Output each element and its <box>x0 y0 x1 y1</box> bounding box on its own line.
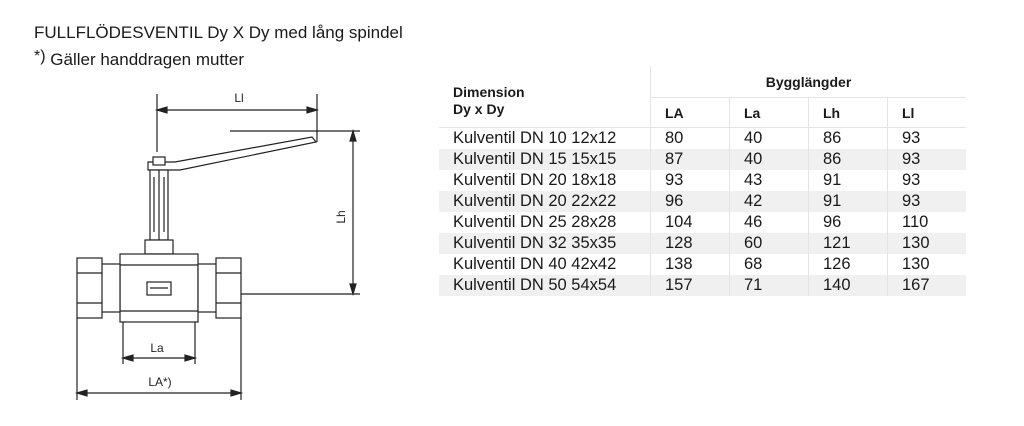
footnote: *) Gäller handdragen mutter <box>34 48 245 70</box>
table-cell: 86 <box>808 149 888 170</box>
table-cell: 128 <box>650 233 730 254</box>
table-cell: 40 <box>729 127 809 149</box>
table-cell: Kulventil DN 50 54x54 <box>439 275 651 296</box>
table-cell: 42 <box>729 191 809 212</box>
table-cell: 157 <box>650 275 730 296</box>
table-cell: 60 <box>729 233 809 254</box>
table-cell: 43 <box>729 170 809 191</box>
page-title: FULLFLÖDESVENTIL Dy X Dy med lång spinde… <box>34 23 403 42</box>
table-cell: 96 <box>650 191 730 212</box>
column-header: La <box>729 97 809 128</box>
table-row: Kulventil DN 25 28x28 104 46 96 110 <box>439 212 966 233</box>
table-row: Kulventil DN 15 15x15 87 40 86 93 <box>439 149 966 170</box>
table-cell: Kulventil DN 40 42x42 <box>453 255 617 273</box>
lh-arrow-top <box>349 128 357 142</box>
table-cell: 46 <box>729 212 809 233</box>
table-cell: 93 <box>887 191 966 212</box>
table-cell: 87 <box>650 149 730 170</box>
table-cell: 138 <box>650 254 730 275</box>
table-cell: 71 <box>729 275 809 296</box>
table-row: Kulventil DN 20 22x22 96 42 91 93 <box>439 191 966 212</box>
dimension-header-line2: Dy x Dy <box>453 100 505 117</box>
table-row: Kulventil DN 32 35x35 128 60 121 130 <box>439 233 966 254</box>
la-arrow-left <box>120 354 134 362</box>
table-body: Kulventil DN 10 12x12 80 40 86 93 Kulven… <box>439 127 966 296</box>
right-union <box>197 263 219 313</box>
lh-label: Lh <box>334 210 348 223</box>
table-cell: 68 <box>729 254 809 275</box>
column-header: Lh <box>808 97 888 128</box>
la-total-arrow-right <box>230 389 244 397</box>
ll-arrow-left <box>154 106 168 114</box>
left-nut <box>76 257 103 319</box>
table-cell: 86 <box>808 127 888 149</box>
right-nut <box>215 257 242 319</box>
table-cell: 80 <box>650 127 730 149</box>
table-cell: 121 <box>808 233 888 254</box>
table-row: Kulventil DN 20 18x18 93 43 91 93 <box>439 170 966 191</box>
table-cell: 91 <box>808 170 888 191</box>
la-arrow-right <box>184 354 198 362</box>
table-row: Kulventil DN 50 54x54 157 71 140 167 <box>439 275 966 296</box>
dimension-header-line1: Dimension <box>453 83 525 100</box>
table-row: Kulventil DN 10 12x12 80 40 86 93 <box>439 127 966 149</box>
ll-arrow-right <box>306 106 320 114</box>
table-cell: 93 <box>887 149 966 170</box>
table-cell: 96 <box>808 212 888 233</box>
footnote-text: Gäller handdragen mutter <box>45 50 245 69</box>
table-cell: Kulventil DN 15 15x15 <box>439 149 651 170</box>
handle-nut <box>152 156 166 166</box>
la-total-arrow-left <box>74 389 88 397</box>
table-cell: 130 <box>887 233 966 254</box>
table-cell: 110 <box>887 212 966 233</box>
table-row: Kulventil DN 40 42x42 138 68 126 130 <box>439 254 966 275</box>
table-cell: 93 <box>887 127 966 149</box>
la-total-label: LA*) <box>148 375 171 389</box>
table-cell: Kulventil DN 10 12x12 <box>453 129 617 147</box>
table-cell: 126 <box>808 254 888 275</box>
column-header: Ll <box>887 97 966 128</box>
table-cell: Kulventil DN 20 22x22 <box>439 191 651 212</box>
footnote-symbol: *) <box>34 48 46 65</box>
lh-arrow-bottom <box>349 283 357 297</box>
table-subheader-row: LA La Lh Ll <box>439 97 966 128</box>
group-header: Bygglängder <box>650 66 966 98</box>
table-cell: 130 <box>887 254 966 275</box>
column-header: LA <box>650 97 730 128</box>
la-label: La <box>150 341 164 355</box>
valve-technical-drawing: Ll Lh La LA*) <box>74 91 360 400</box>
table-cell: 93 <box>650 170 730 191</box>
table-cell: 93 <box>887 170 966 191</box>
table-cell: Kulventil DN 32 35x35 <box>439 233 651 254</box>
spindle-collar <box>144 239 174 255</box>
table-cell: 40 <box>729 149 809 170</box>
table-cell: Kulventil DN 25 28x28 <box>453 213 617 231</box>
left-union <box>99 263 121 313</box>
ll-label: Ll <box>234 91 243 105</box>
table-cell: Kulventil DN 20 18x18 <box>453 171 617 189</box>
valve-handle <box>147 136 318 171</box>
table-cell: 91 <box>808 191 888 212</box>
table-cell: 167 <box>887 275 966 296</box>
table-cell: 104 <box>650 212 730 233</box>
table-cell: 140 <box>808 275 888 296</box>
